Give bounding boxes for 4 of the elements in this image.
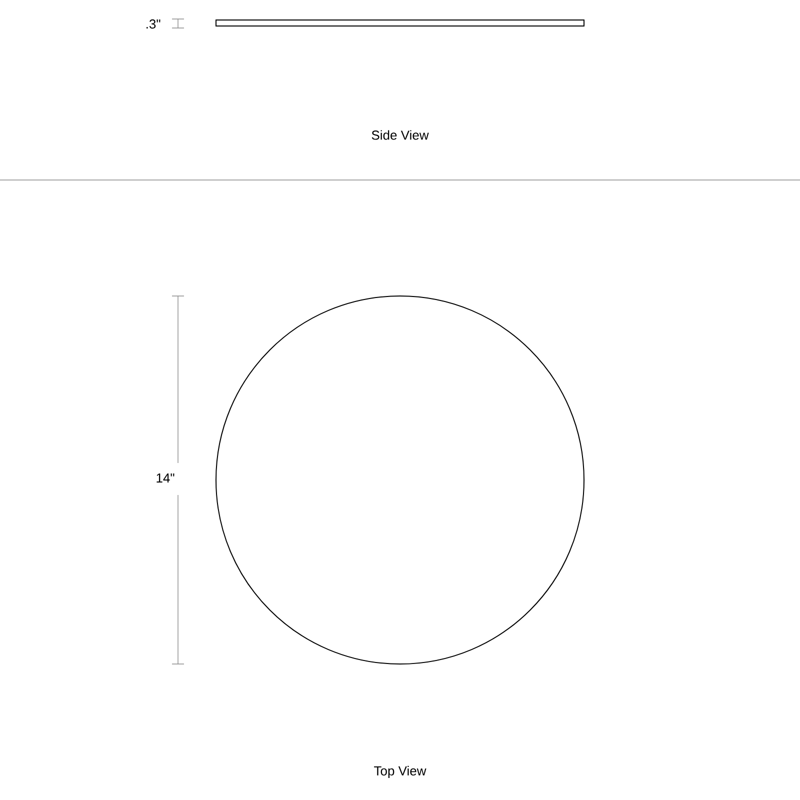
view-title: Top View — [374, 766, 426, 778]
dimension-label: .3" — [146, 19, 160, 29]
dimension-label: 14" — [156, 474, 174, 482]
view-title: Side View — [372, 130, 429, 140]
